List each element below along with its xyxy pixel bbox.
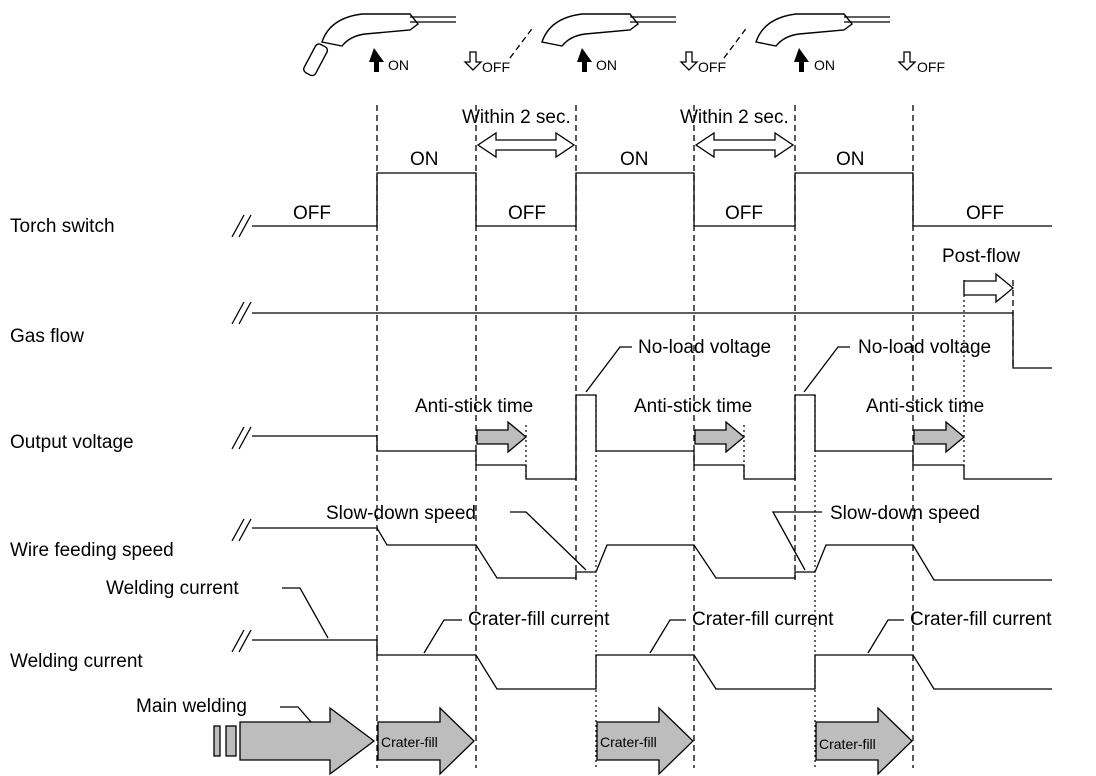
state-off-3: OFF bbox=[725, 203, 763, 224]
within-2-sec-label-2: Within 2 sec. bbox=[680, 107, 789, 128]
slow-down-label-2: Slow-down speed bbox=[830, 503, 980, 524]
anti-stick-label-3: Anti-stick time bbox=[866, 396, 984, 417]
row-label-output-voltage: Output voltage bbox=[10, 432, 134, 453]
anti-stick-arrow-3 bbox=[913, 420, 966, 454]
crater-fill-leader-2 bbox=[649, 619, 686, 654]
row-label-wire-feeding-speed: Wire feeding speed bbox=[10, 540, 174, 561]
crater-fill-leader-1 bbox=[423, 619, 462, 654]
torch-icon-1 bbox=[303, 13, 456, 77]
torch-off-arrow-1 bbox=[463, 51, 483, 71]
slow-down-leader-2 bbox=[771, 511, 822, 571]
anti-stick-arrow-2 bbox=[694, 420, 746, 454]
torch-icon-2 bbox=[509, 13, 676, 72]
main-welding-arrow bbox=[213, 706, 376, 776]
welding-current-leader bbox=[282, 587, 329, 639]
welding-current-signal bbox=[252, 639, 1052, 690]
row-label-gas-flow: Gas flow bbox=[10, 326, 84, 347]
no-load-label-2: No-load voltage bbox=[858, 337, 991, 358]
anti-stick-arrow-1 bbox=[476, 420, 528, 454]
crater-fill-current-label-2: Crater-fill current bbox=[692, 609, 834, 630]
anti-stick-label-1: Anti-stick time bbox=[415, 396, 533, 417]
torch-switch-signal bbox=[252, 172, 1052, 227]
no-load-leader-2 bbox=[803, 346, 850, 393]
crater-fill-label-3: Crater-fill bbox=[819, 736, 876, 752]
state-on-2: ON bbox=[620, 149, 649, 170]
torch-off-label-1: OFF bbox=[482, 59, 510, 75]
crater-fill-leader-3 bbox=[867, 619, 904, 654]
crater-fill-label-1: Crater-fill bbox=[381, 734, 438, 750]
no-load-leader-1 bbox=[585, 346, 632, 393]
break-marks bbox=[231, 214, 252, 653]
slow-down-label-1: Slow-down speed bbox=[326, 503, 476, 524]
row-label-welding-current: Welding current bbox=[10, 651, 143, 672]
gas-flow-signal bbox=[252, 312, 1052, 369]
within-2-sec-label-1: Within 2 sec. bbox=[462, 107, 571, 128]
torch-off-arrow-3 bbox=[897, 51, 917, 71]
post-flow-arrow bbox=[963, 272, 1015, 304]
no-load-label-1: No-load voltage bbox=[638, 337, 771, 358]
torch-off-label-2: OFF bbox=[698, 59, 726, 75]
torch-icon-3 bbox=[723, 13, 890, 72]
state-off-1: OFF bbox=[293, 203, 331, 224]
state-off-2: OFF bbox=[508, 203, 546, 224]
welding-current-callout: Welding current bbox=[106, 578, 239, 599]
state-on-3: ON bbox=[836, 149, 865, 170]
crater-fill-label-2: Crater-fill bbox=[600, 734, 657, 750]
state-on-1: ON bbox=[410, 149, 439, 170]
crater-fill-arrow-2: Crater-fill bbox=[596, 706, 694, 776]
within-2-sec-arrow-2 bbox=[694, 131, 795, 159]
wire-feed-signal bbox=[252, 527, 1052, 581]
post-flow-label: Post-flow bbox=[942, 246, 1020, 267]
torch-off-arrow-2 bbox=[679, 51, 699, 71]
output-voltage-signal bbox=[252, 394, 1052, 480]
main-welding-label: Main welding bbox=[136, 696, 247, 717]
torch-off-label-3: OFF bbox=[917, 59, 945, 75]
crater-fill-arrow-1: Crater-fill bbox=[377, 706, 475, 776]
within-2-sec-arrow-1 bbox=[476, 131, 576, 159]
state-off-4: OFF bbox=[966, 203, 1004, 224]
crater-fill-current-label-3: Crater-fill current bbox=[910, 609, 1052, 630]
anti-stick-label-2: Anti-stick time bbox=[634, 396, 752, 417]
torch-on-label-3: ON bbox=[814, 57, 835, 73]
crater-fill-arrow-3: Crater-fill bbox=[815, 706, 913, 776]
row-label-torch-switch: Torch switch bbox=[10, 216, 115, 237]
torch-on-label-2: ON bbox=[596, 57, 617, 73]
slow-down-leader-1 bbox=[510, 511, 587, 571]
crater-fill-current-label-1: Crater-fill current bbox=[468, 609, 610, 630]
torch-on-label-1: ON bbox=[388, 57, 409, 73]
